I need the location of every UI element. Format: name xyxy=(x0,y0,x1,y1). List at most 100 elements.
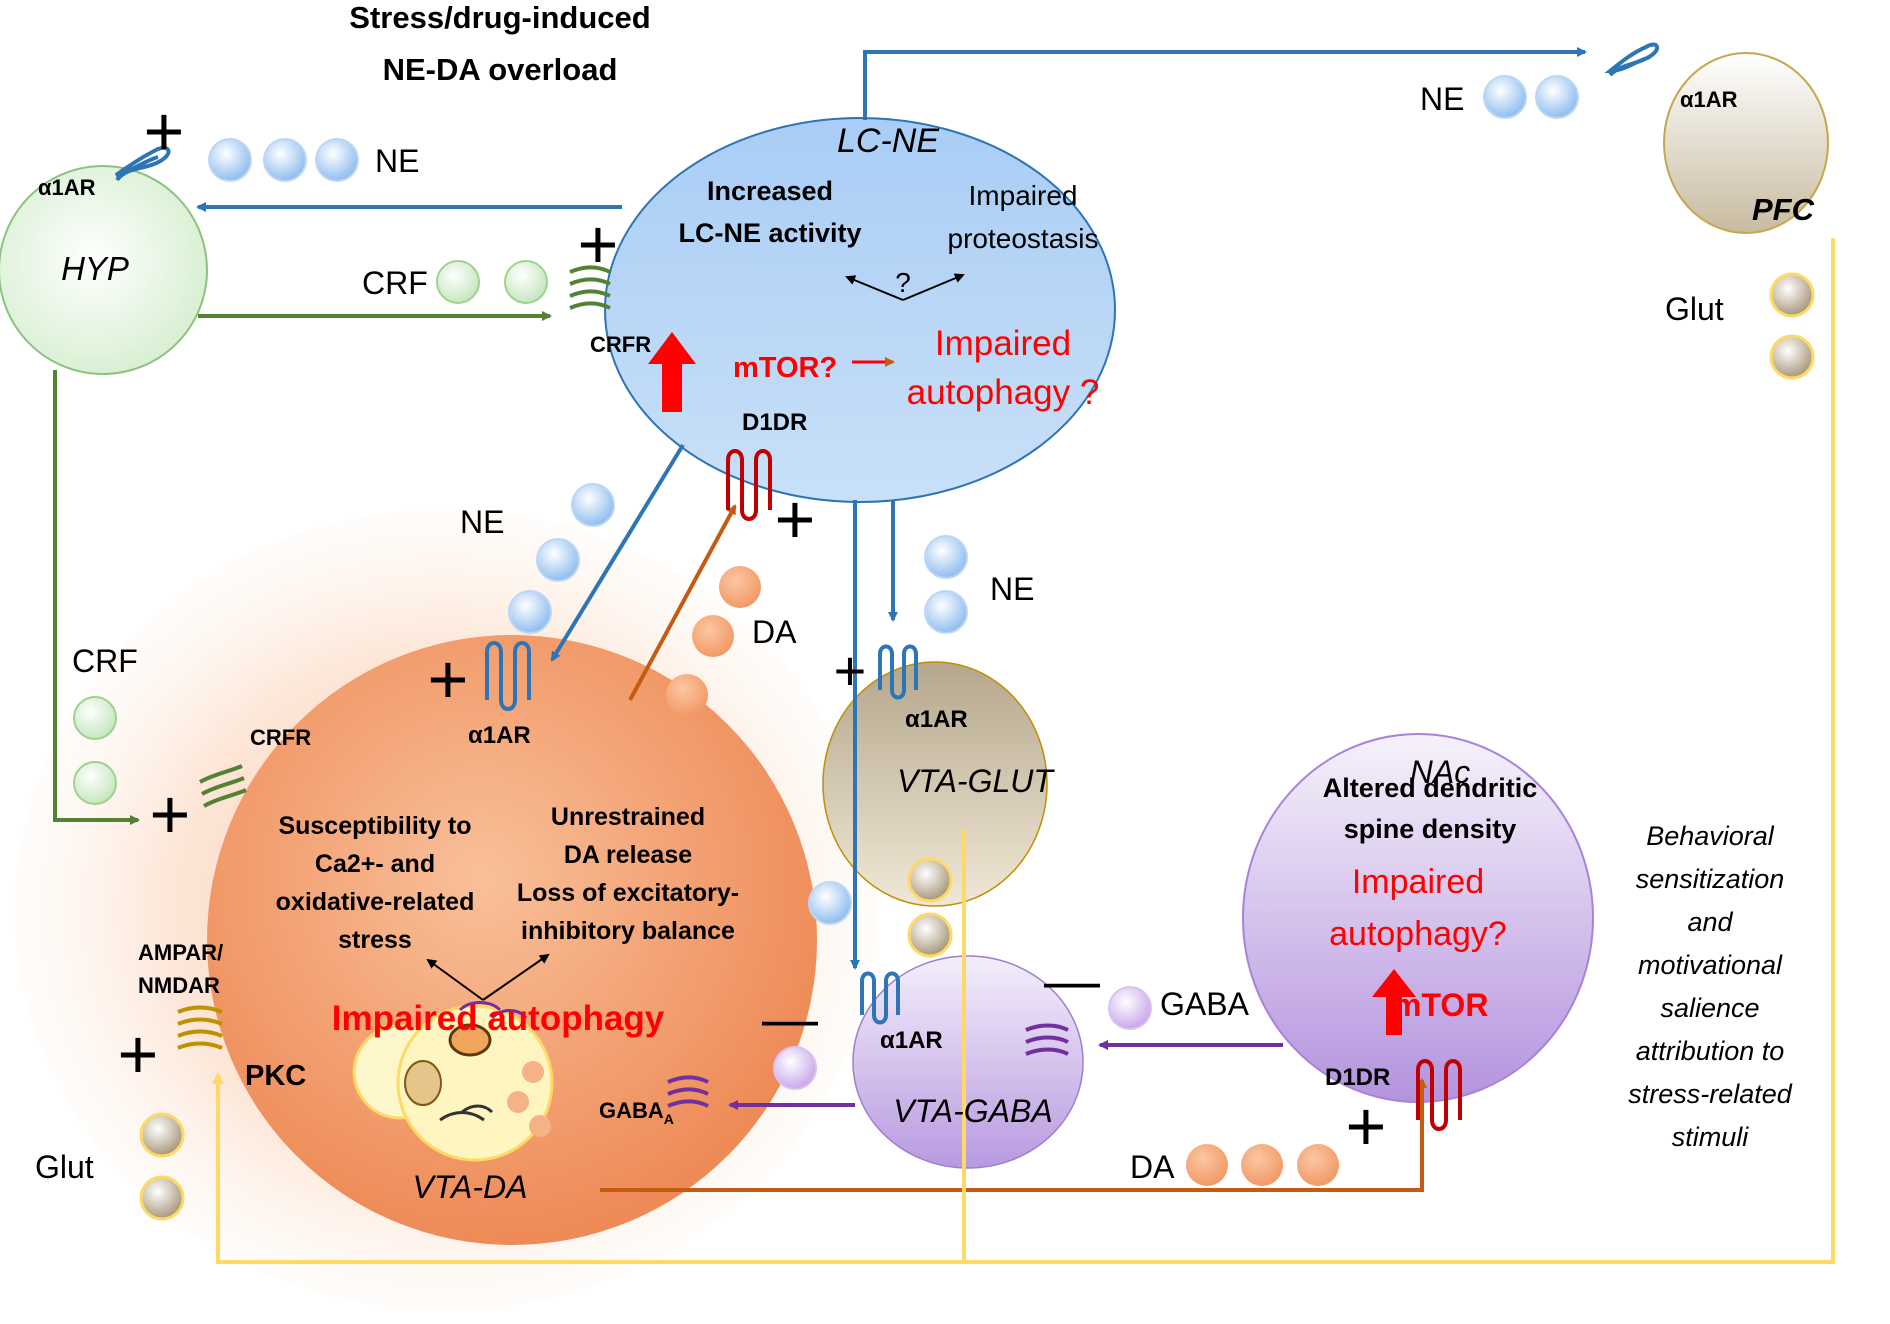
hyp-label: HYP xyxy=(61,250,129,287)
arrow-pfc-to-vta-da xyxy=(212,238,1835,1264)
crfr-receptor-lc-icon xyxy=(569,265,611,310)
glut-vesicles-pfc xyxy=(1769,272,1815,380)
pfc-label: PFC xyxy=(1752,192,1815,227)
plus-sign-vta-glut: + xyxy=(834,639,867,702)
title-line-2: NE-DA overload xyxy=(383,52,618,87)
nac-mtor-label: mTOR xyxy=(1393,987,1488,1023)
d1dr-receptor-nac-icon xyxy=(1416,1059,1462,1131)
plus-sign-nac-d1dr: + xyxy=(1346,1087,1387,1165)
a1ar-receptor-vta-da-icon xyxy=(485,641,531,711)
plus-sign-lc-d1dr: + xyxy=(775,480,816,558)
vta-da-unres-line-2: DA release xyxy=(564,841,692,869)
autophagosome-icon xyxy=(352,1001,554,1162)
ne-vesicles-pfc xyxy=(1483,75,1579,119)
behavior-line-7: stress-related xyxy=(1628,1079,1793,1109)
gaba-vesicle-nac xyxy=(1108,986,1152,1030)
a1ar-label-hyp: α1AR xyxy=(38,175,96,200)
nac-autophagy-line-2: autophagy? xyxy=(1329,915,1507,953)
ne-vesicles-hyp xyxy=(208,138,359,182)
d1dr-receptor-lc-icon xyxy=(726,449,772,521)
lc-autophagy-line-2: autophagy ? xyxy=(907,373,1100,412)
lc-autophagy-line-1: Impaired xyxy=(935,324,1071,363)
ne-label-vta-da: NE xyxy=(460,504,504,540)
vta-da-susc-line-2: Ca2+- and xyxy=(315,850,435,878)
mtor-up-arrow-lc-icon xyxy=(648,332,696,412)
plus-sign-hyp: + xyxy=(144,92,185,170)
vta-da-susc-line-1: Susceptibility to xyxy=(278,812,471,840)
da-vesicles-nac xyxy=(1186,1144,1339,1186)
behavior-line-4: motivational xyxy=(1638,950,1783,980)
arrow-q-left xyxy=(845,275,904,301)
ne-vesicles-vta-glut xyxy=(924,535,968,634)
behavior-line-5: salience xyxy=(1660,993,1759,1023)
plus-sign-vta-da-a1ar: + xyxy=(428,640,469,718)
ampar-nmdar-receptor-icon xyxy=(177,1005,223,1050)
lc-increased-line-2: LC-NE activity xyxy=(678,218,861,248)
plus-sign-lc-crfr: + xyxy=(578,205,619,283)
ampar-label-line-1: AMPAR/ xyxy=(138,940,223,965)
nac-autophagy-line-1: Impaired xyxy=(1352,863,1484,901)
ampar-label-line-2: NMDAR xyxy=(138,973,220,998)
crf-label-lc: CRF xyxy=(362,265,428,301)
nac-label: NAc xyxy=(1410,754,1470,790)
crf-vesicles-lc xyxy=(436,260,548,304)
arrow-q-right xyxy=(902,273,965,301)
ne-label-pfc: NE xyxy=(1420,81,1464,117)
crf-vesicles-vta-da xyxy=(73,696,117,805)
crfr-label-lc: CRFR xyxy=(590,332,651,357)
minus-sign-vta-gaba: — xyxy=(1044,949,1100,1012)
behavior-line-6: attribution to xyxy=(1636,1036,1785,1066)
d1dr-label-nac: D1DR xyxy=(1325,1064,1390,1091)
a1ar-label-vta-gaba: α1AR xyxy=(880,1027,943,1054)
vta-da-label: VTA-DA xyxy=(413,1169,528,1205)
arrow-vta-da-to-lc xyxy=(628,504,737,701)
gaba-a-label: GABAA xyxy=(599,1098,674,1127)
lc-ne-label: LC-NE xyxy=(837,122,939,160)
arrow-hyp-to-vta-da xyxy=(53,370,140,825)
vta-gaba-label: VTA-GABA xyxy=(893,1093,1052,1129)
pkc-label: PKC xyxy=(245,1060,306,1092)
a1ar-label-pfc: α1AR xyxy=(1680,87,1738,112)
glut-vesicles-vta-glut xyxy=(907,857,953,958)
da-label-lc: DA xyxy=(752,614,797,650)
arrow-lc-to-pfc xyxy=(863,47,1587,120)
vta-glut-cell xyxy=(822,661,1048,907)
nac-altered-line-2: spine density xyxy=(1344,814,1517,844)
vta-da-autophagy-label: Impaired autophagy xyxy=(332,999,665,1038)
ne-label-vta-glut: NE xyxy=(990,571,1034,607)
vta-da-susc-line-4: stress xyxy=(338,926,412,954)
ne-label-hyp: NE xyxy=(375,143,419,179)
behavior-line-8: stimuli xyxy=(1672,1122,1750,1152)
nac-altered-line-1: Altered dendritic xyxy=(1323,773,1538,803)
arrow-lc-to-vta-da xyxy=(550,443,685,662)
behavior-line-1: Behavioral xyxy=(1646,821,1775,851)
arrow-vta-da-to-nac xyxy=(600,1078,1427,1192)
a1ar-receptor-pfc-icon xyxy=(1604,42,1660,77)
ne-vesicles-vta-da xyxy=(508,483,615,634)
crf-label-vta-da: CRF xyxy=(72,643,138,679)
lc-ne-cell xyxy=(604,117,1116,503)
pfc-cell xyxy=(1663,52,1829,234)
plus-sign-vta-da-ampar: + xyxy=(118,1015,159,1093)
lc-mtor-label: mTOR? xyxy=(733,352,837,384)
a1ar-receptor-vta-gaba-icon xyxy=(860,971,900,1025)
a1ar-label-vta-da: α1AR xyxy=(468,722,531,749)
lc-increased-line-1: Increased xyxy=(707,176,833,206)
gaba-a-receptor-vta-da-icon xyxy=(667,1075,709,1108)
hyp-cell xyxy=(0,165,208,375)
plus-sign-vta-da-crfr: + xyxy=(150,775,191,853)
da-vesicles-lc xyxy=(666,566,761,716)
vta-da-unres-line-4: inhibitory balance xyxy=(521,917,735,945)
vta-da-susc-line-3: oxidative-related xyxy=(276,888,475,916)
behavior-annotation: Behavioral sensitization and motivationa… xyxy=(1628,821,1793,1152)
lc-proteostasis-line-2: proteostasis xyxy=(948,223,1099,254)
vta-glut-label: VTA-GLUT xyxy=(897,763,1055,799)
lc-question: ? xyxy=(895,267,911,298)
vta-da-unres-line-1: Unrestrained xyxy=(551,803,705,831)
arrow-impaired-left xyxy=(426,958,484,1001)
vta-gaba-cell xyxy=(852,955,1084,1169)
a1ar-label-vta-glut: α1AR xyxy=(905,706,968,733)
glut-vesicles-vta-da xyxy=(139,1112,185,1221)
